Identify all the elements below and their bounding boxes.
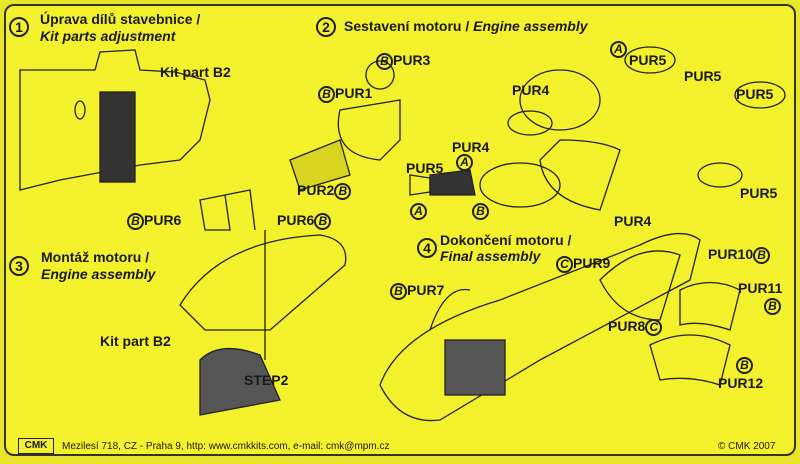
step-3-subtitle: Engine assembly [41,266,156,282]
marker-a: A [410,203,427,220]
pur12-label: PUR12 [718,375,764,391]
pur5-label: PUR5 [406,160,444,176]
marker-b: B [472,203,489,220]
kit-part-b2-fuselage-drawing [19,49,211,191]
cmk-logo: CMK [18,438,54,454]
pur4-label: PUR4 [614,213,652,229]
step-4-title: Dokončení motoru / [440,232,572,248]
marker-b: B [764,298,781,315]
pur11-label: PUR11 [738,280,783,296]
step-3-number: 3 [9,256,29,276]
step2-label: STEP2 [244,372,289,388]
instruction-sheet [4,4,796,456]
pur4-label: PUR4 [512,82,550,98]
footer-copyright: © CMK 2007 [718,441,776,452]
step-4-subtitle: Final assembly [440,248,541,264]
marker-a: A [610,41,627,58]
step-4-number: 4 [417,238,437,258]
step-2-number: 2 [316,17,336,37]
pur4-label: PUR4 [452,139,490,155]
engine-mount-drawing [179,189,347,416]
engine-assembly-drawing [289,46,786,211]
step-2-title: Sestavení motoru / Engine assembly [344,18,588,34]
marker-a: A [456,154,473,171]
step-1-number: 1 [9,17,29,37]
kit-part-b2-label: Kit part B2 [160,64,231,80]
pur5-label: PUR5 [740,185,778,201]
final-assembly-drawing [379,232,741,422]
footer-address: Mezilesí 718, CZ - Praha 9, http: www.cm… [62,441,390,452]
kit-part-b2-label: Kit part B2 [100,333,171,349]
marker-b: B [736,357,753,374]
step-3-title: Montáž motoru / [41,249,150,265]
pur5-label: PUR5 [629,52,667,68]
step-1-subtitle: Kit parts adjustment [40,28,176,44]
pur5-label: PUR5 [684,68,722,84]
step-1-title: Úprava dílů stavebnice / [40,11,201,27]
pur5-label: PUR5 [736,86,774,102]
